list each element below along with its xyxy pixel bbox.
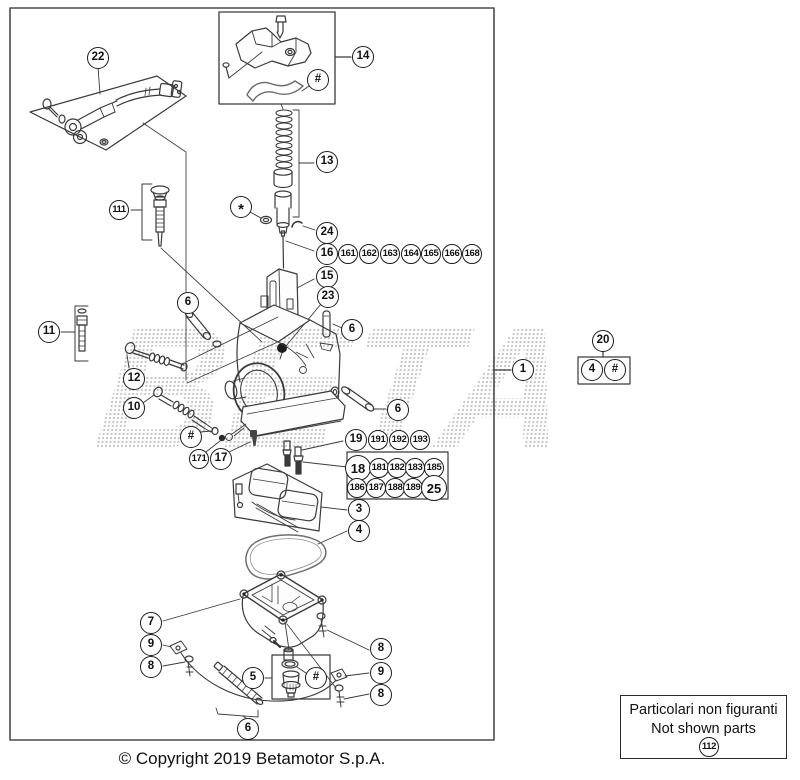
callout-181: 181 [369, 458, 389, 478]
callout-hash-top: # [307, 69, 329, 91]
callout-163: 163 [380, 244, 400, 264]
callout-187: 187 [366, 478, 386, 498]
callout-166: 166 [442, 244, 462, 264]
callout-13: 13 [316, 151, 338, 173]
callout-16: 16 [316, 243, 338, 265]
callout-22: 22 [87, 47, 109, 69]
callout-10: 10 [123, 397, 145, 419]
callout-4: 4 [348, 520, 370, 542]
callout-23: 23 [317, 286, 339, 308]
callout-20-4: 4 [581, 359, 603, 381]
callout-192: 192 [389, 430, 409, 450]
callout-6-right: 6 [387, 399, 409, 421]
choke-plunger-group [130, 183, 263, 343]
callout-183: 183 [405, 458, 425, 478]
callout-161: 161 [338, 244, 358, 264]
callout-14: 14 [352, 46, 374, 68]
callout-8-left: 8 [140, 656, 162, 678]
callout-18: 18 [345, 455, 371, 481]
copyright-text: © Copyright 2019 Betamotor S.p.A. [118, 749, 386, 768]
callout-5: 5 [242, 667, 264, 689]
callout-25: 25 [421, 475, 447, 501]
callout-17: 17 [210, 448, 232, 470]
carburetor-body [185, 295, 346, 441]
float-bowl-group [162, 570, 370, 708]
callout-9-left: 9 [140, 634, 162, 656]
callout-8-right-bottom: 8 [370, 684, 392, 706]
callout-8-right-top: 8 [370, 638, 392, 660]
callout-11: 11 [38, 321, 60, 343]
callout-asterisk: * [230, 196, 252, 218]
callout-191: 191 [368, 430, 388, 450]
callout-182: 182 [387, 458, 407, 478]
callout-20: 20 [592, 330, 614, 352]
diagram-frame [9, 7, 495, 741]
callout-15: 15 [316, 266, 338, 288]
callout-20-hash: # [604, 359, 626, 381]
callout-168: 168 [462, 244, 482, 264]
not-shown-title-en: Not shown parts [651, 720, 756, 737]
callout-9-right: 9 [370, 662, 392, 684]
callout-193: 193 [410, 430, 430, 450]
callout-7: 7 [140, 612, 162, 634]
callout-186: 186 [347, 478, 367, 498]
callout-6-bottom: 6 [237, 718, 259, 740]
callout-12: 12 [123, 368, 145, 390]
callout-3: 3 [348, 499, 370, 521]
top-cap-group [218, 11, 352, 105]
callout-112: 112 [699, 737, 719, 757]
callout-111: 111 [109, 200, 129, 220]
callout-19: 19 [345, 429, 367, 451]
not-shown-title-it: Particolari non figuranti [629, 702, 778, 718]
cable-assembly-group [29, 66, 187, 381]
float-assembly [232, 463, 348, 545]
callout-hash-drain: # [305, 667, 327, 689]
callout-162: 162 [359, 244, 379, 264]
callout-24: 24 [316, 222, 338, 244]
not-shown-parts-box: Particolari non figuranti Not shown part… [620, 695, 787, 759]
callout-165: 165 [421, 244, 441, 264]
drain-plug-group [264, 654, 331, 700]
callout-6-mid: 6 [341, 319, 363, 341]
bowl-gasket [245, 534, 327, 580]
callout-hash-mixture: # [180, 426, 202, 448]
callout-188: 188 [385, 478, 405, 498]
callout-164: 164 [401, 244, 421, 264]
callout-189: 189 [403, 478, 423, 498]
adjuster-screw-parts [60, 305, 257, 453]
callout-171: 171 [189, 449, 209, 469]
callout-1: 1 [512, 359, 534, 381]
callout-6-left: 6 [177, 292, 199, 314]
